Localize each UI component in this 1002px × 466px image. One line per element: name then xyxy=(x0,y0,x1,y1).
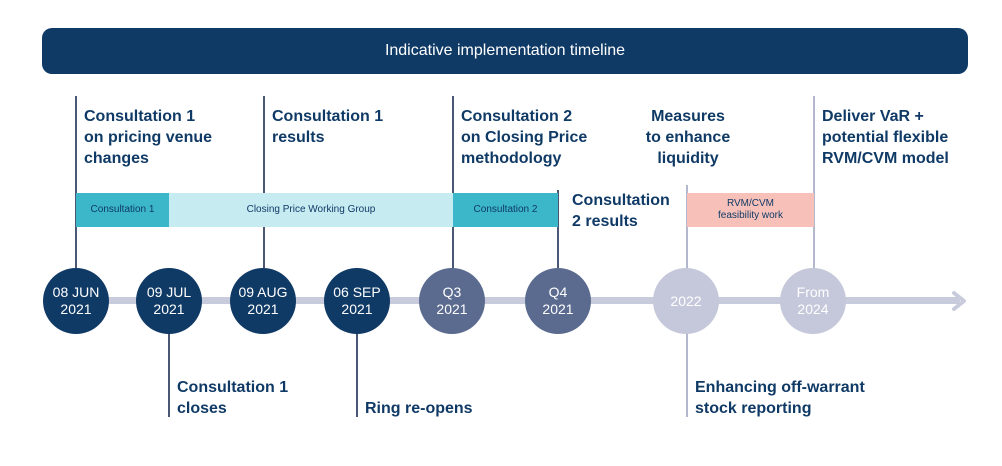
bar-consultation-2: Consultation 2 xyxy=(453,193,558,227)
node-2022: 2022 xyxy=(653,268,719,334)
label-measures-liquidity: Measures to enhance liquidity xyxy=(645,108,731,167)
node-06-sep-2021: 06 SEP 2021 xyxy=(324,268,390,334)
arrow-right-icon xyxy=(952,291,966,311)
node-q4-2021: Q4 2021 xyxy=(525,268,591,334)
label-consultation-1-results: Consultation 1 results xyxy=(272,108,384,146)
label-consultation-1-pricing-venue: Consultation 1 on pricing venue changes xyxy=(84,108,213,167)
connector-line xyxy=(686,333,688,417)
timeline-banner: Indicative implementation timeline xyxy=(42,28,968,74)
connector-line xyxy=(356,333,358,417)
label-deliver-var: Deliver VaR + potential flexible RVM/CVM… xyxy=(822,108,949,167)
connector-line xyxy=(75,96,77,268)
timeline-axis xyxy=(70,297,960,304)
label-consultation-2-closing-price: Consultation 2 on Closing Price methodol… xyxy=(461,108,588,167)
connector-line xyxy=(452,96,454,268)
node-09-aug-2021: 09 AUG 2021 xyxy=(230,268,296,334)
node-from-2024: From 2024 xyxy=(780,268,846,334)
label-off-warrant-reporting: Enhancing off-warrant stock reporting xyxy=(695,379,865,417)
label-ring-re-opens: Ring re-opens xyxy=(365,400,473,417)
node-q3-2021: Q3 2021 xyxy=(419,268,485,334)
connector-line xyxy=(686,185,688,271)
label-consultation-2-results: Consultation 2 results xyxy=(572,192,670,230)
label-consultation-1-closes: Consultation 1 closes xyxy=(177,379,289,417)
banner-title: Indicative implementation timeline xyxy=(384,42,626,59)
connector-line xyxy=(168,333,170,417)
connector-line xyxy=(557,190,559,268)
bar-closing-price-working-group: Closing Price Working Group xyxy=(169,193,453,227)
bar-consultation-1: Consultation 1 xyxy=(76,193,169,227)
node-09-jul-2021: 09 JUL 2021 xyxy=(136,268,202,334)
bar-rvm-cvm-feasibility: RVM/CVM feasibility work xyxy=(687,193,814,227)
connector-line xyxy=(263,96,265,268)
connector-line xyxy=(813,96,815,271)
node-08-jun-2021: 08 JUN 2021 xyxy=(43,268,109,334)
